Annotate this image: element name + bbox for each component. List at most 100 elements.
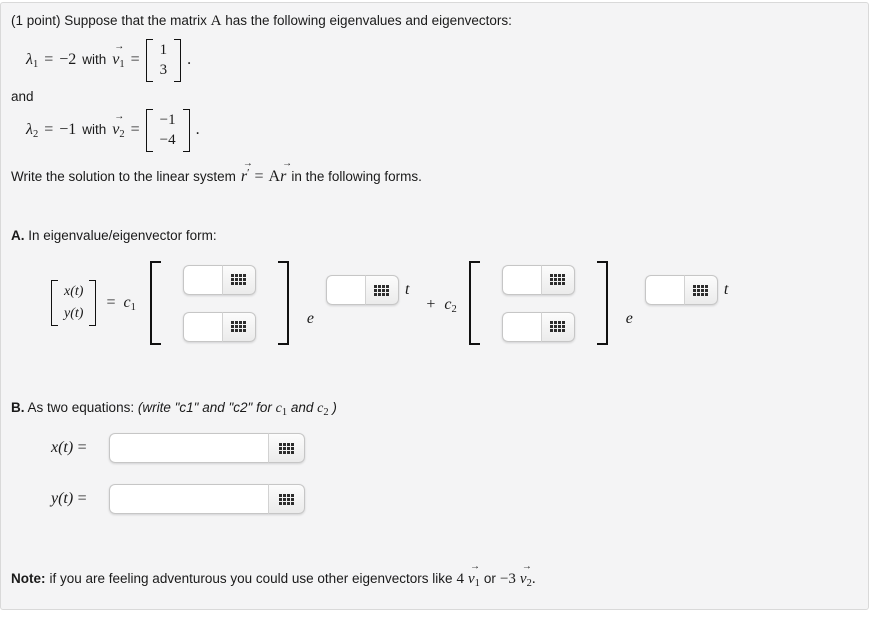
equals-sign: = [130, 121, 140, 138]
bracket-left [51, 280, 58, 326]
exponent-2-group: t [644, 275, 729, 305]
section-a-label: A. [11, 228, 25, 243]
intro-suffix: has the following eigenvalues and eigenv… [225, 13, 512, 28]
keypad-grid-icon [279, 442, 294, 454]
section-b-text: As two equations: [27, 400, 135, 415]
equals-sign: = [254, 168, 264, 185]
vector1-row2-input[interactable] [182, 311, 222, 342]
exponent1-input[interactable] [325, 275, 365, 305]
eigenvector-1-symbol: →v1 [112, 40, 125, 70]
e-symbol: e [625, 310, 633, 327]
section-b-title: B. As two equations: (write "c1" and "c2… [11, 400, 858, 418]
bracket-left [149, 261, 161, 345]
equation-editor-button[interactable] [683, 275, 718, 305]
answer-blank-y [109, 484, 305, 514]
keypad-grid-icon [231, 321, 246, 332]
c1-symbol: c1 [275, 401, 288, 418]
eigenvalue-2-value: −1 [59, 121, 77, 138]
system-suffix: in the following forms. [291, 169, 422, 184]
period: . [187, 51, 192, 68]
c2-symbol: c2 [317, 401, 329, 418]
bracket-left [145, 38, 153, 82]
bracket-right [89, 280, 97, 326]
lhs-y-of-t: y(t) [64, 306, 84, 321]
keypad-grid-icon [693, 284, 708, 296]
with-text: with [82, 122, 107, 137]
equals-sign: = [130, 51, 140, 68]
vector-arrow-icon: → [521, 561, 532, 572]
intro-prefix: (1 point) Suppose that the matrix [11, 13, 207, 28]
problem-statement: (1 point) Suppose that the matrix A has … [11, 12, 858, 30]
matrix-entry: −4 [159, 131, 176, 148]
section-b-hint-suffix: ) [332, 400, 337, 415]
answer-vector-1 [149, 261, 289, 345]
keypad-grid-icon [374, 284, 389, 296]
equation-editor-button[interactable] [268, 484, 305, 514]
vector-arrow-icon: → [242, 158, 253, 169]
note-coefficient-2: −3 [499, 571, 516, 587]
lhs-xy-matrix: x(t) y(t) [51, 280, 97, 326]
system-prefix: Write the solution to the linear system [11, 169, 236, 184]
matrix-A-symbol: A [210, 13, 222, 29]
answer-blank-x [109, 433, 305, 463]
equation-editor-button[interactable] [221, 311, 256, 342]
prime-mark: ′ [247, 167, 250, 179]
vector-arrow-icon: → [114, 40, 125, 52]
keypad-grid-icon [550, 274, 565, 285]
c1-coefficient: c1 [123, 293, 136, 313]
keypad-grid-icon [279, 493, 294, 505]
vector-arrow-icon: → [282, 158, 293, 169]
vector-arrow-icon: → [470, 561, 480, 572]
system-statement: Write the solution to the linear system … [11, 158, 858, 196]
bracket-right [277, 261, 289, 345]
eigenvalue-2-line: λ2 = −1 with →v2 = −1 −4 . [26, 104, 858, 156]
equals-sign: = [77, 490, 87, 507]
bracket-left [468, 261, 480, 345]
eigenvalue-1-value: −2 [59, 51, 77, 68]
vector1-row1-input[interactable] [182, 264, 222, 295]
section-a-text: In eigenvalue/eigenvector form: [28, 228, 217, 243]
vector-arrow-icon: → [114, 110, 125, 122]
equation-editor-button[interactable] [221, 264, 256, 295]
x-of-t-input[interactable] [109, 433, 268, 463]
c2-coefficient: c2 [444, 295, 457, 315]
equals-sign: = [44, 121, 54, 138]
y-of-t-label: y(t) = [51, 490, 87, 507]
eigenvalue-1-line: λ1 = −2 with →v1 = 1 3 . [26, 34, 858, 86]
answer-blank-vector1-row1 [182, 264, 256, 295]
answer-blank-exponent1 [325, 275, 399, 305]
A-r-symbol: A→r [268, 158, 293, 185]
vector2-row1-input[interactable] [501, 264, 541, 295]
exponent-1-group: t [325, 275, 409, 305]
answer-blank-vector1-row2 [182, 311, 256, 342]
matrix-entry: 1 [159, 41, 168, 58]
lambda-2: λ2 [26, 120, 39, 140]
section-a-title: A. In eigenvalue/eigenvector form: [11, 228, 858, 243]
problem-panel: (1 point) Suppose that the matrix A has … [0, 2, 869, 610]
exponent2-input[interactable] [644, 275, 684, 305]
equals-sign: = [106, 294, 116, 311]
note-vector-2: →v2. [519, 561, 536, 589]
t-symbol: t [723, 281, 729, 298]
equation-editor-button[interactable] [364, 275, 399, 305]
vector2-row2-input[interactable] [501, 311, 541, 342]
answer-blank-vector2-row1 [501, 264, 575, 295]
y-of-t-input[interactable] [109, 484, 268, 514]
x-of-t-label: x(t) = [51, 439, 87, 456]
equation-editor-button[interactable] [540, 311, 575, 342]
with-text: with [82, 52, 107, 67]
bracket-right [596, 261, 608, 345]
matrix-entry: 3 [159, 61, 168, 78]
note-label: Note: [11, 571, 46, 586]
equation-editor-button[interactable] [268, 433, 305, 463]
period: . [531, 571, 536, 587]
note-body: if you are feeling adventurous you could… [49, 571, 453, 586]
lambda-1: λ1 [26, 50, 39, 70]
equation-editor-button[interactable] [540, 264, 575, 295]
answer-blank-exponent2 [644, 275, 718, 305]
bracket-left [145, 108, 153, 152]
or-text: or [483, 571, 496, 586]
section-a-equation: x(t) y(t) = c1 e [51, 255, 858, 351]
r-prime-symbol: →r′ [240, 158, 253, 185]
bracket-right [182, 108, 190, 152]
